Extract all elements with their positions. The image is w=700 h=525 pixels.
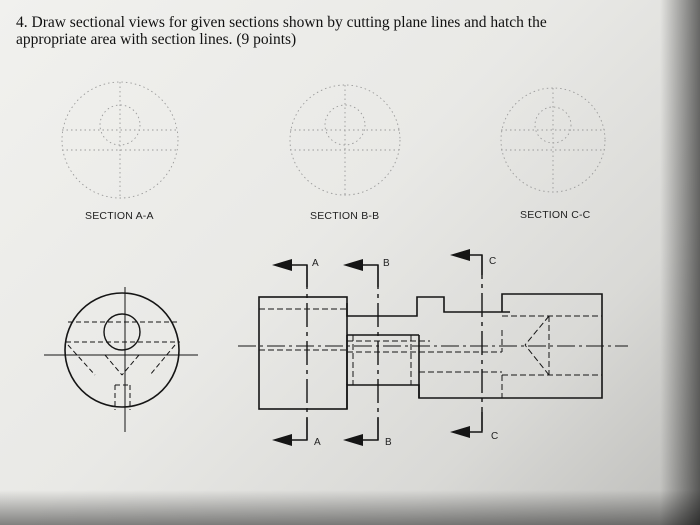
end-view-inner-circle [103, 313, 141, 351]
template-circle-a [61, 81, 179, 199]
template-inner-b [324, 104, 366, 146]
section-label-a: SECTION A-A [85, 210, 154, 222]
section-label-c: SECTION C-C [520, 209, 591, 221]
section-label-b: SECTION B-B [310, 210, 380, 222]
cut-label-a-top: A [312, 258, 319, 269]
question-line-2: appropriate area with section lines. (9 … [16, 31, 297, 48]
photo-shadow-right [660, 0, 700, 525]
arrow-a-top [272, 259, 292, 271]
left-block [258, 296, 348, 410]
photo-shadow-bottom [0, 490, 700, 525]
cut-label-b-bottom: B [385, 437, 392, 448]
arrow-c-top [450, 249, 470, 261]
arrow-b-bottom [343, 434, 363, 446]
template-inner-a [99, 104, 141, 146]
end-view [44, 287, 198, 432]
cut-label-c-top: C [489, 256, 497, 267]
cut-label-a-bottom: A [314, 437, 321, 448]
cutting-arrows [272, 249, 470, 446]
arrow-a-bottom [272, 434, 292, 446]
cutting-planes [288, 254, 483, 441]
hidden-lines [259, 308, 602, 398]
lower-shaft [346, 384, 420, 409]
arrow-b-top [343, 259, 363, 271]
end-view-outer-circle [64, 292, 180, 408]
question-line-1: 4. Draw sectional views for given sectio… [16, 14, 547, 31]
cut-label-c-bottom: C [491, 431, 499, 442]
top-neck [346, 296, 510, 317]
question-text: 4. Draw sectional views for given sectio… [16, 14, 616, 48]
template-circle-b [289, 84, 401, 196]
cut-label-b-top: B [383, 258, 390, 269]
arrow-c-bottom [450, 426, 470, 438]
